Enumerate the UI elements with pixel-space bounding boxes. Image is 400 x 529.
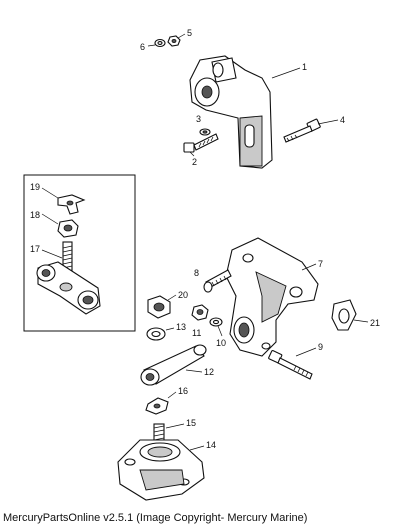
part-5-nut[interactable] bbox=[167, 33, 186, 47]
callout-6: 6 bbox=[140, 42, 145, 52]
part-13-washer[interactable] bbox=[146, 327, 175, 341]
part-1-upper-bracket[interactable] bbox=[189, 55, 301, 169]
part-8-stud[interactable] bbox=[203, 269, 232, 293]
part-12-link[interactable] bbox=[140, 344, 207, 386]
callout-20: 20 bbox=[178, 290, 188, 300]
callout-3: 3 bbox=[196, 114, 201, 124]
callout-12: 12 bbox=[204, 367, 214, 377]
part-6-washer[interactable] bbox=[147, 38, 166, 48]
callout-5: 5 bbox=[187, 28, 192, 38]
part-14-mount[interactable] bbox=[117, 439, 205, 501]
image-copyright-caption: MercuryPartsOnline v2.5.1 (Image Copyrig… bbox=[3, 512, 308, 524]
part-19-retainer[interactable] bbox=[41, 187, 86, 215]
callout-16: 16 bbox=[178, 386, 188, 396]
callout-13: 13 bbox=[176, 322, 186, 332]
callout-2: 2 bbox=[192, 157, 197, 167]
callout-14: 14 bbox=[206, 440, 216, 450]
part-17-link-assembly[interactable] bbox=[36, 241, 101, 315]
callout-15: 15 bbox=[186, 418, 196, 428]
callout-9: 9 bbox=[318, 342, 323, 352]
part-4-bolt[interactable] bbox=[283, 118, 339, 143]
part-20-nut[interactable] bbox=[147, 294, 177, 319]
callout-21: 21 bbox=[370, 318, 380, 328]
part-2-bolt[interactable] bbox=[183, 133, 219, 157]
part-11-nut[interactable] bbox=[191, 304, 209, 321]
callout-1: 1 bbox=[302, 62, 307, 72]
callout-10: 10 bbox=[216, 338, 226, 348]
part-10-washer[interactable] bbox=[209, 317, 223, 337]
callout-17: 17 bbox=[30, 244, 40, 254]
part-21-clip[interactable] bbox=[331, 299, 369, 331]
part-3-lockwasher[interactable] bbox=[199, 128, 211, 136]
part-7-lower-bracket[interactable] bbox=[225, 237, 319, 357]
callout-19: 19 bbox=[30, 182, 40, 192]
part-16-retainer[interactable] bbox=[145, 391, 177, 415]
callout-11: 11 bbox=[192, 328, 201, 338]
part-9-bolt[interactable] bbox=[268, 347, 317, 380]
callout-8: 8 bbox=[194, 268, 199, 278]
part-18-nut[interactable] bbox=[41, 213, 79, 238]
callout-7: 7 bbox=[318, 259, 323, 269]
callout-4: 4 bbox=[340, 115, 345, 125]
part-15-stud[interactable] bbox=[153, 423, 185, 451]
callout-18: 18 bbox=[30, 210, 40, 220]
